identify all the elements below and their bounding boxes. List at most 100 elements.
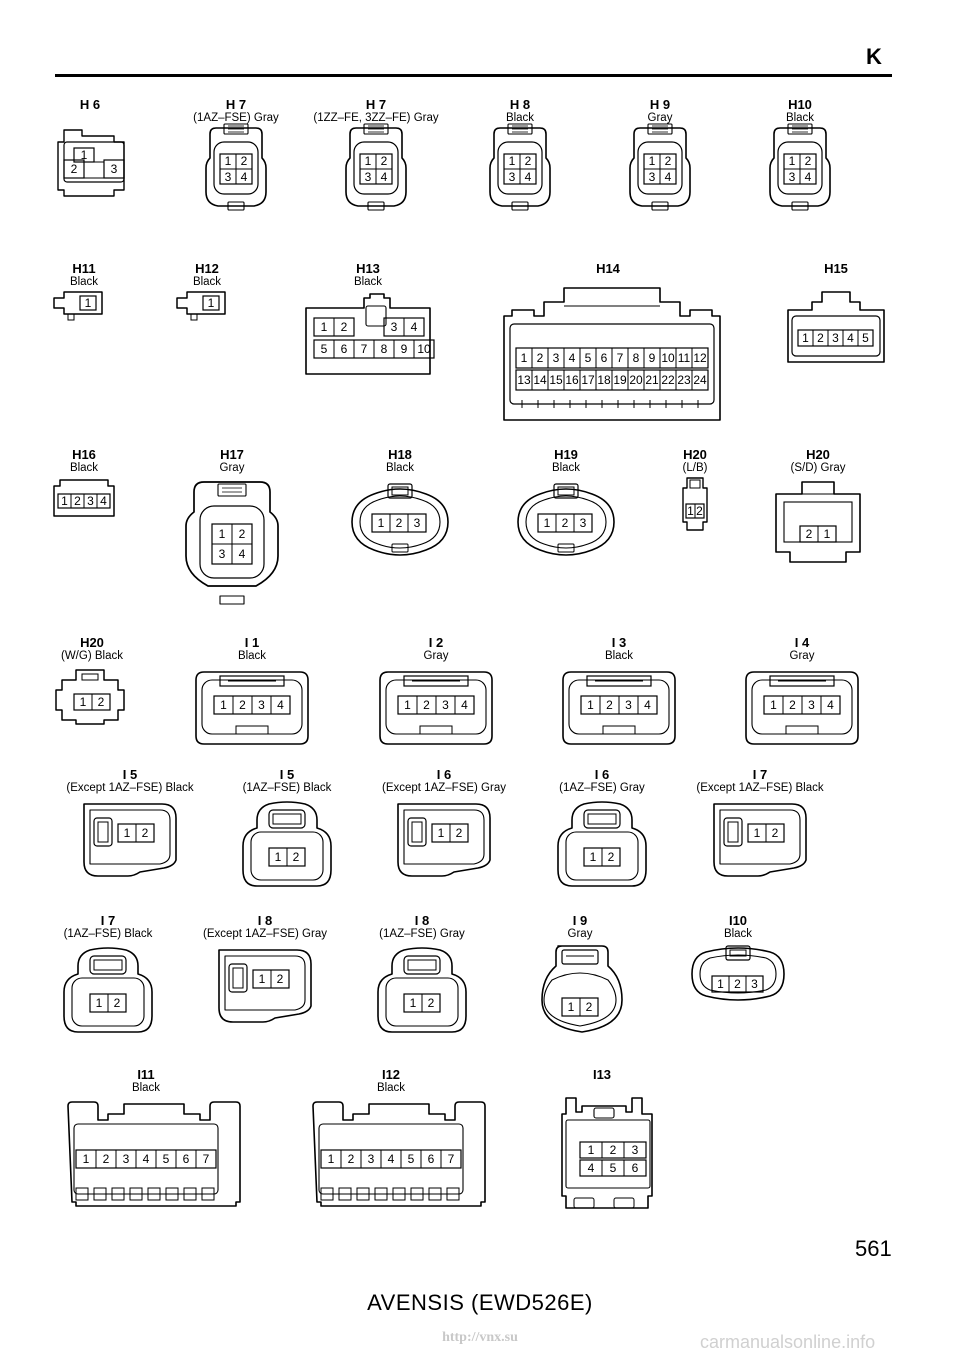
pin-number: 5	[408, 1152, 415, 1166]
pin-number: 2	[98, 695, 105, 709]
pin-number: 9	[401, 342, 408, 356]
pin-number: 2	[381, 154, 388, 168]
pin-number: 16	[565, 373, 579, 387]
pin-number: 4	[588, 1161, 595, 1175]
pin-number: 3	[219, 547, 226, 561]
pin-number: 1	[80, 695, 87, 709]
pin-number: 5	[862, 331, 869, 345]
connector-id: I 5	[122, 767, 138, 782]
pin-number: 5	[610, 1161, 617, 1175]
pin-number: 4	[644, 698, 651, 712]
connector-spec: Black	[604, 649, 634, 662]
pin-number: 3	[123, 1152, 130, 1166]
pin-number: 10	[661, 351, 675, 365]
pin-number: 20	[629, 373, 643, 387]
pin-number: 3	[580, 516, 587, 530]
pin-number: 3	[509, 170, 516, 184]
connector-id: I13	[592, 1067, 612, 1082]
pin-number: 5	[163, 1152, 170, 1166]
connector-spec: Black	[353, 275, 383, 288]
connector-id: H 7	[225, 97, 247, 112]
pin-number: 3	[625, 698, 632, 712]
pin-number: 8	[381, 342, 388, 356]
connector-caption: H 6	[0, 98, 180, 112]
connector-id: I 6	[594, 767, 610, 782]
connector-spec: (1AZ–FSE) Black	[242, 781, 332, 794]
pin-number: 4	[665, 170, 672, 184]
pin-number: 2	[239, 698, 246, 712]
connector-spec: Gray	[423, 649, 449, 662]
connector-id: I 6	[436, 767, 452, 782]
connector-spec: Black	[785, 111, 815, 124]
connector-spec: Gray	[567, 927, 593, 940]
connector-id: H20	[683, 447, 707, 462]
pin-number: 3	[368, 1152, 375, 1166]
connector-spec: (L/B)	[682, 461, 708, 474]
connector-id: H20	[806, 447, 830, 462]
pin-number: 2	[142, 826, 149, 840]
pin-number: 3	[414, 516, 421, 530]
pin-number: 4	[388, 1152, 395, 1166]
connector-spec: Black	[551, 461, 581, 474]
pin-number: 2	[114, 996, 121, 1010]
pin-number: 9	[649, 351, 656, 365]
pin-number: 6	[601, 351, 608, 365]
pin-number: 4	[847, 331, 854, 345]
pin-number: 1	[96, 996, 103, 1010]
pin-number: 1	[410, 996, 417, 1010]
watermark-site: carmanualsonline.info	[700, 1332, 876, 1352]
pin-number: 3	[111, 162, 118, 176]
connector-caption: H 7(1AZ–FSE) Gray	[146, 98, 326, 124]
pin-number: 2	[817, 331, 824, 345]
connector-id: H13	[356, 261, 380, 276]
pin-number: 4	[381, 170, 388, 184]
pin-number: 2	[525, 154, 532, 168]
pin-number: 1	[220, 698, 227, 712]
connector-spec: Black	[131, 1081, 161, 1094]
pin-number: 2	[772, 826, 779, 840]
header-rule	[55, 74, 892, 77]
connector-caption: H20(L/B)	[605, 448, 785, 474]
pin-number: 3	[391, 320, 398, 334]
pin-number: 3	[365, 170, 372, 184]
connector-id: H19	[554, 447, 578, 462]
connector-id: H20	[80, 635, 104, 650]
connector-diagram: 1	[53, 291, 103, 321]
pin-number: 1	[521, 351, 528, 365]
pin-number: 2	[806, 527, 813, 541]
pin-number: 14	[533, 373, 547, 387]
connector-id: H16	[72, 447, 96, 462]
connector-id: I 7	[752, 767, 768, 782]
pin-number: 15	[549, 373, 563, 387]
pin-number: 1	[61, 494, 68, 508]
pin-number: 2	[456, 826, 463, 840]
pin-number: 7	[203, 1152, 210, 1166]
connector-spec: (1AZ–FSE) Black	[63, 927, 153, 940]
connector-spec: (Except 1AZ–FSE) Gray	[203, 927, 327, 940]
connector-caption: H15	[746, 262, 926, 276]
pin-number: 2	[562, 516, 569, 530]
connector-id: I 3	[611, 635, 627, 650]
connector-id: H 8	[509, 97, 531, 112]
pin-number: 3	[258, 698, 265, 712]
pin-number: 2	[341, 320, 348, 334]
model-footer: AVENSIS (EWD526E)	[367, 1290, 593, 1315]
